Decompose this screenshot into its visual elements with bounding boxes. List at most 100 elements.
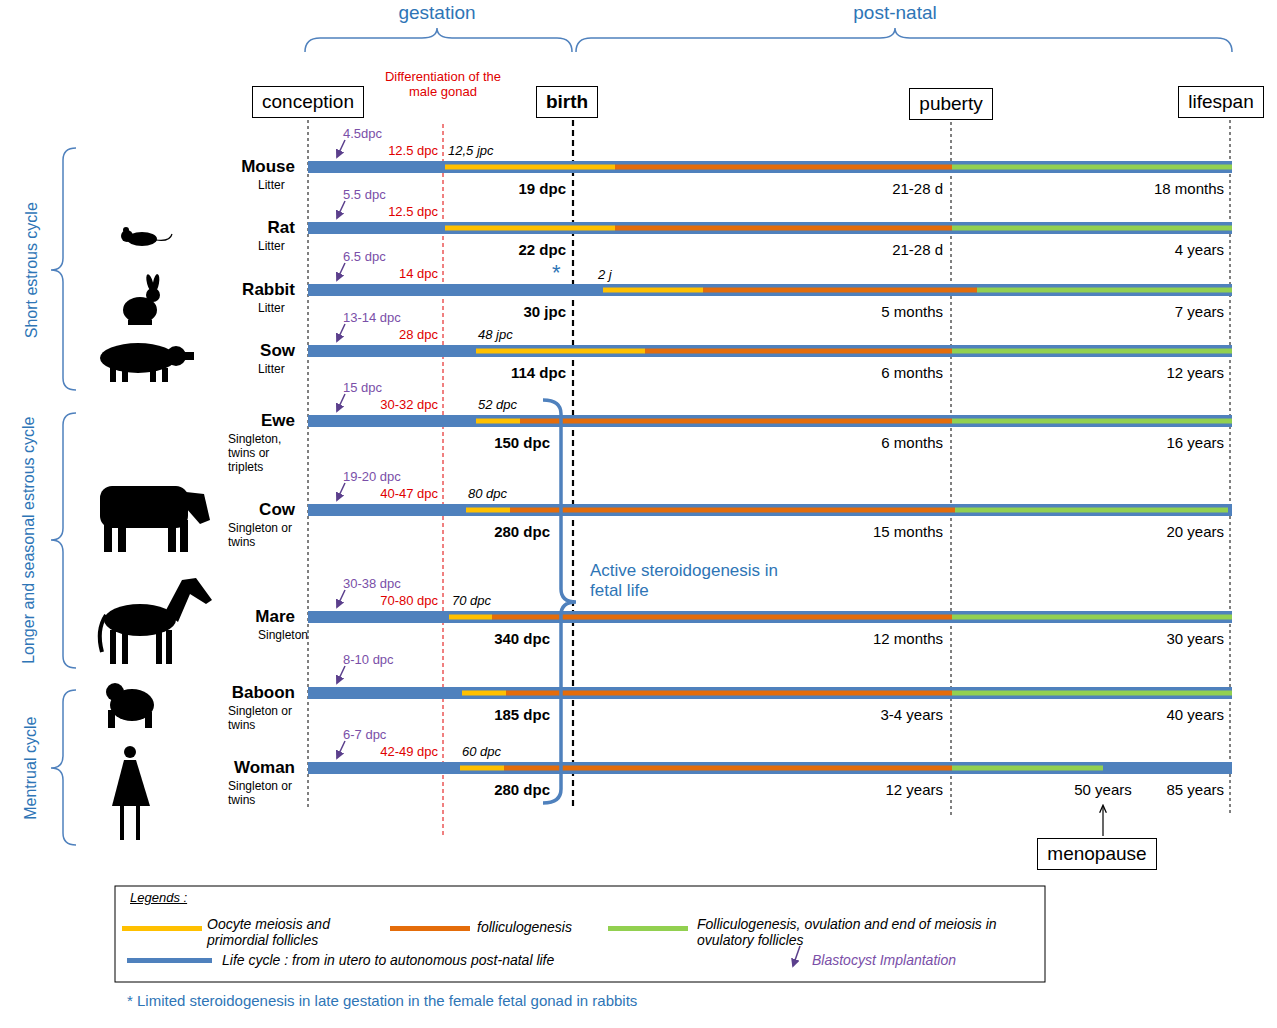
meiosis-onset-day: 2 j xyxy=(598,268,612,283)
implantation-day: 6.5 dpc xyxy=(343,250,386,265)
implantation-day: 5.5 dpc xyxy=(343,188,386,203)
implantation-day: 8-10 dpc xyxy=(343,653,394,668)
folliculogenesis-bar xyxy=(615,165,952,170)
offspring-note: Litter xyxy=(258,240,285,254)
ovulation-bar xyxy=(952,226,1232,231)
legend-swatch xyxy=(122,926,202,931)
left-brace xyxy=(51,148,76,390)
horse-icon xyxy=(166,630,172,664)
gonad-differentiation-day: 12.5 dpc xyxy=(388,205,438,220)
age-label: 85 years xyxy=(1166,781,1224,798)
gestation-length: 340 dpc xyxy=(494,630,550,647)
gonad-differentiation-day: 70-80 dpc xyxy=(380,594,438,609)
offspring-note: Singleton or twins xyxy=(228,780,306,808)
cow-icon xyxy=(118,520,126,552)
implantation-day: 19-20 dpc xyxy=(343,470,401,485)
age-label: 7 years xyxy=(1175,303,1224,320)
age-label: 12 months xyxy=(873,630,943,647)
event-box: puberty xyxy=(909,88,992,120)
event-name: lifespan xyxy=(1188,91,1254,113)
implantation-day: 6-7 dpc xyxy=(343,728,386,743)
meiosis-onset-day: 70 dpc xyxy=(452,594,491,609)
cycle-group-label: Mentrual cycle xyxy=(23,716,41,819)
gestation-length: 280 dpc xyxy=(494,523,550,540)
offspring-note: Litter xyxy=(258,363,285,377)
horse-icon xyxy=(165,578,212,622)
top-brace xyxy=(576,28,1232,52)
ovulation-bar xyxy=(977,288,1232,293)
age-label: 4 years xyxy=(1175,241,1224,258)
meiosis-bar xyxy=(603,288,703,293)
baboon-icon xyxy=(108,710,115,728)
folliculogenesis-bar xyxy=(615,226,952,231)
cow-icon xyxy=(104,520,112,552)
age-label: 50 years xyxy=(1074,781,1132,798)
left-brace xyxy=(51,148,76,845)
legend-box xyxy=(115,886,1045,982)
woman-icon xyxy=(124,746,136,758)
horse-icon xyxy=(110,630,116,664)
implantation-arrow xyxy=(337,263,345,280)
age-label: 21-28 d xyxy=(892,180,943,197)
meiosis-onset-day: 60 dpc xyxy=(462,745,501,760)
age-label: 6 months xyxy=(881,364,943,381)
event-box: conception xyxy=(252,86,364,118)
ovulation-bar xyxy=(955,508,1228,513)
life-cycle-bar xyxy=(308,345,1232,357)
life-cycle-bar xyxy=(308,161,1232,173)
mouse-icon xyxy=(123,227,129,233)
pig-icon xyxy=(162,368,168,382)
meiosis-onset-day: 48 jpc xyxy=(478,328,513,343)
event-label: Differentiation of the male gonad xyxy=(378,70,508,100)
mouse-icon xyxy=(121,227,172,246)
age-label: 12 years xyxy=(1166,364,1224,381)
legend-implantation-arrow xyxy=(793,946,800,966)
woman-icon xyxy=(112,760,150,806)
cow-icon xyxy=(100,486,210,552)
gonad-differentiation-day: 30-32 dpc xyxy=(380,398,438,413)
baboon-icon xyxy=(145,712,152,728)
ovulation-bar xyxy=(952,349,1232,354)
event-name: puberty xyxy=(919,93,982,115)
age-label: 18 months xyxy=(1154,180,1224,197)
gonad-differentiation-day: 14 dpc xyxy=(399,267,438,282)
life-cycle-bar xyxy=(308,611,1232,623)
folliculogenesis-bar xyxy=(506,691,952,696)
event-name: conception xyxy=(262,91,354,113)
legend-text: folliculogenesis xyxy=(477,919,572,935)
ovulation-bar xyxy=(952,766,1103,771)
section-heading: post-natal xyxy=(853,2,936,24)
meiosis-onset-day: 52 dpc xyxy=(478,398,517,413)
offspring-note: Litter xyxy=(258,302,285,316)
ovulation-bar xyxy=(952,419,1232,424)
age-label: 3-4 years xyxy=(880,706,943,723)
species-name: Sow xyxy=(260,341,295,361)
implantation-arrow xyxy=(337,590,345,607)
gonad-differentiation-day: 40-47 dpc xyxy=(380,487,438,502)
legend-swatch xyxy=(390,926,470,931)
age-label: 16 years xyxy=(1166,434,1224,451)
gonad-differentiation-day: 28 dpc xyxy=(399,328,438,343)
rabbit-icon xyxy=(128,320,152,325)
meiosis-bar xyxy=(462,691,506,696)
meiosis-bar xyxy=(476,349,645,354)
folliculogenesis-bar xyxy=(645,349,952,354)
gestation-length: 22 dpc xyxy=(518,241,566,258)
woman-icon xyxy=(120,806,124,840)
baboon-icon xyxy=(106,683,124,701)
implantation-arrow xyxy=(337,201,345,218)
folliculogenesis-bar xyxy=(504,766,952,771)
species-name: Mouse xyxy=(241,157,295,177)
life-cycle-bar xyxy=(308,504,1232,516)
life-cycle-bar xyxy=(308,415,1232,427)
implantation-arrow xyxy=(337,741,345,758)
pig-icon xyxy=(122,368,128,382)
timeline-bar xyxy=(308,140,1232,774)
implantation-day: 15 dpc xyxy=(343,381,382,396)
cow-icon xyxy=(186,492,210,524)
cow-icon xyxy=(168,520,176,552)
meiosis-bar xyxy=(460,766,504,771)
event-box: lifespan xyxy=(1178,86,1264,118)
pig-icon xyxy=(166,346,186,366)
